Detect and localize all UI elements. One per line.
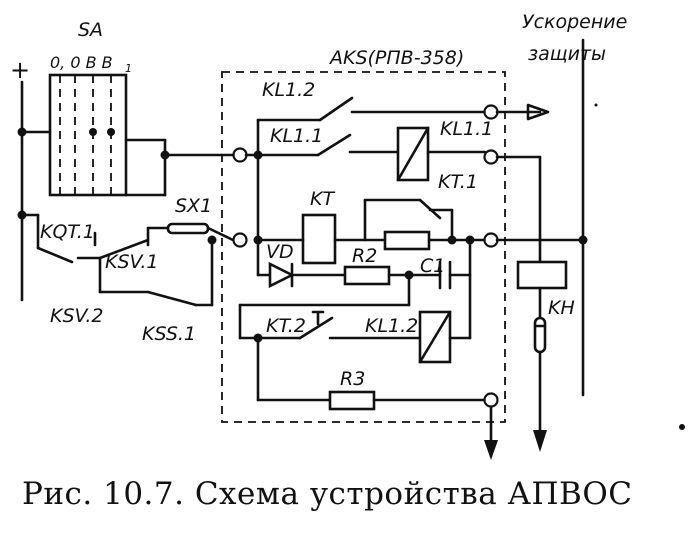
plus-label: +: [10, 56, 30, 84]
sa-label: SA: [78, 19, 103, 41]
kl12-coil-label: KL1.2: [365, 315, 418, 337]
ksv-branch: [20, 213, 214, 307]
r2-label: R2: [352, 245, 377, 267]
kh-label: KH: [548, 297, 575, 319]
kt-label: KT: [310, 188, 335, 210]
sx1-label: SX1: [175, 195, 212, 217]
kl11-coil: [396, 126, 487, 182]
aks-enclosure: [221, 71, 506, 423]
kt2-kl12-branch: [238, 273, 472, 364]
kl11-contact: [256, 133, 400, 157]
sa-sub-label: 1: [125, 62, 132, 75]
sx1-connector: [166, 222, 235, 245]
sa-positions-label: 0, 0 B B: [50, 53, 113, 72]
sa-switch: [20, 73, 167, 197]
vd-r2-c1-branch: [256, 238, 472, 307]
vd-label: VD: [266, 241, 294, 263]
kt-relay: [256, 198, 487, 265]
terminal-kt1: [483, 149, 499, 165]
kss1-label: KSS.1: [142, 323, 196, 345]
kt1-label: KT.1: [438, 171, 478, 193]
r2-node: [404, 270, 414, 280]
kl11-coil-label: KL1.1: [440, 118, 493, 140]
terminal-in-2: [232, 232, 248, 248]
aks-label: AKS(РПВ-358): [328, 47, 464, 69]
kl12-top-contact: [256, 96, 487, 122]
r3-branch: [256, 336, 487, 411]
uskorenie-arrow: [526, 103, 550, 121]
stray-mark: [679, 424, 685, 430]
kqt1-label: KQT.1: [40, 221, 95, 243]
uskorenie-label: Ускорение: [522, 11, 627, 33]
kt2-label: KT.2: [266, 315, 306, 337]
terminal-kt-out: [483, 232, 499, 248]
terminal-kl12-out: [483, 104, 499, 120]
kl11-contact-label: KL1.1: [270, 125, 323, 147]
terminal-in-1: [232, 147, 248, 163]
kt-node: [447, 235, 457, 245]
figure-caption: Рис. 10.7. Схема устройства АПВОС: [22, 476, 632, 512]
zashchity-label: защиты: [528, 43, 606, 65]
r3-label: R3: [340, 368, 365, 390]
c1-label: C1: [420, 255, 445, 277]
kh-relay: [516, 260, 568, 452]
kl12-top-label: KL1.2: [262, 79, 315, 101]
terminal-r3-out: [483, 392, 499, 408]
ksv2-label: KSV.2: [50, 305, 103, 327]
ksv1-label: KSV.1: [105, 251, 158, 273]
r3-out-arrow: [484, 440, 498, 460]
stray-mark: [594, 103, 598, 107]
